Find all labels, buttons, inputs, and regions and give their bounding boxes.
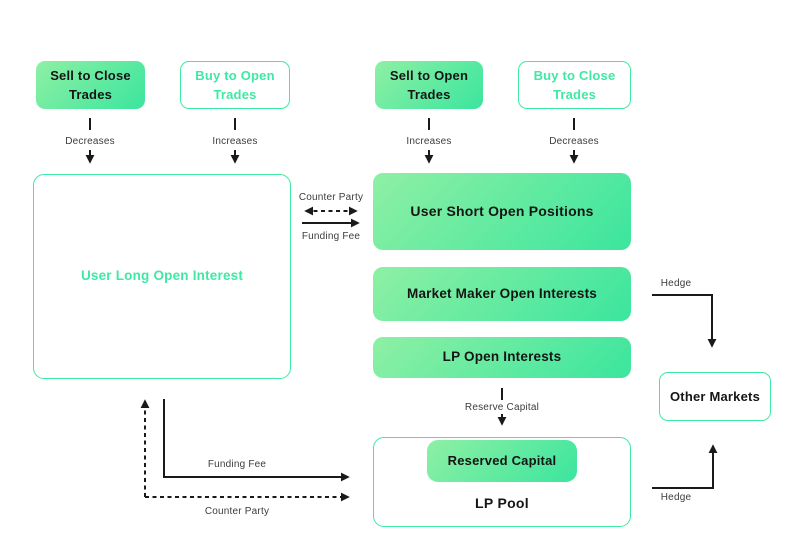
- edge-label-decreases-long: Decreases: [65, 136, 115, 147]
- hedge-bottom-arrow: [652, 444, 718, 489]
- hedge-top-arrow: [652, 294, 717, 348]
- edge-label-hedge-top: Hedge: [660, 278, 692, 289]
- edge-label-counter-party-top: Counter Party: [298, 192, 364, 203]
- node-user-long-open-interest: User Long Open Interest: [33, 174, 291, 379]
- edge-label-funding-fee-top: Funding Fee: [301, 231, 361, 242]
- node-buy-to-close-trades: Buy to Close Trades: [518, 61, 631, 109]
- edge-label-counter-party-bottom: Counter Party: [204, 506, 270, 517]
- node-sell-to-close-trades: Sell to Close Trades: [36, 61, 145, 109]
- edge-label-decreases-short: Decreases: [549, 136, 599, 147]
- node-other-markets: Other Markets: [659, 372, 771, 421]
- node-sell-to-open-trades: Sell to Open Trades: [375, 61, 483, 109]
- node-buy-to-open-trades: Buy to Open Trades: [180, 61, 290, 109]
- edge-label-funding-fee-bottom: Funding Fee: [207, 459, 267, 470]
- node-market-maker-open-interests: Market Maker Open Interests: [373, 267, 631, 321]
- edge-label-hedge-bottom: Hedge: [660, 492, 692, 503]
- edge-label-increases-short: Increases: [406, 136, 452, 147]
- node-lp-open-interests: LP Open Interests: [373, 337, 631, 378]
- edge-label-reserve-capital: Reserve Capital: [464, 402, 540, 413]
- lp-pool-label: LP Pool: [475, 495, 529, 511]
- node-reserved-capital: Reserved Capital: [427, 440, 577, 482]
- edge-label-increases-long: Increases: [212, 136, 258, 147]
- node-user-short-open-positions: User Short Open Positions: [373, 173, 631, 250]
